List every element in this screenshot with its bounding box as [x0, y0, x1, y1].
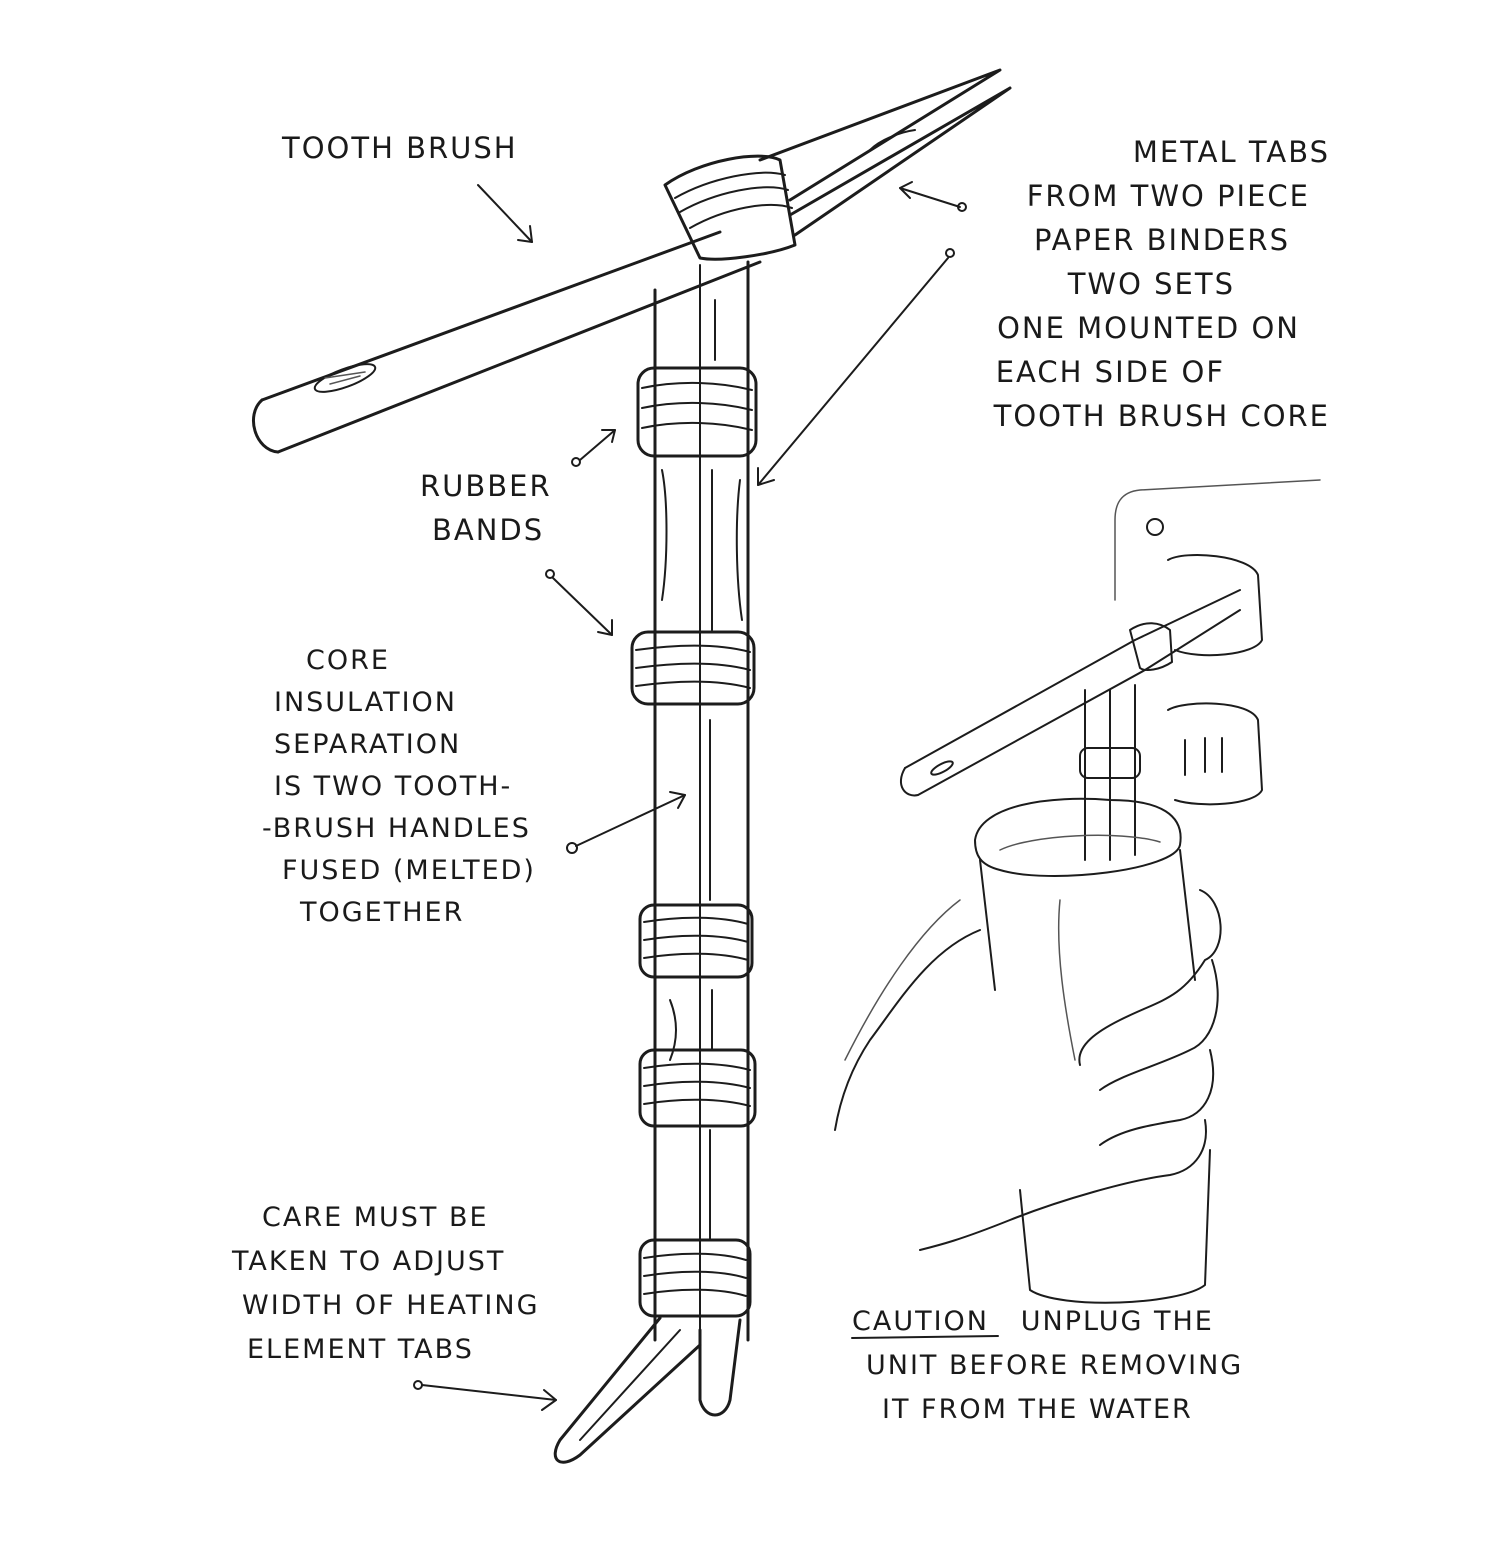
- core-rod: [653, 260, 750, 1342]
- rubber-band-5: [638, 1238, 752, 1318]
- arrow-rubber-band-lower: [545, 569, 613, 636]
- hand: [834, 889, 1222, 1251]
- rubber-band-3: [638, 903, 754, 979]
- label-metal-tabs: METAL TABS FROM TWO PIECE PAPER BINDERS …: [993, 135, 1330, 433]
- label-rubber-bands: RUBBER BANDS: [420, 469, 552, 547]
- rubber-band-4: [638, 1048, 757, 1128]
- caution-word: CAUTION: [852, 1306, 989, 1337]
- wall-outlet: [1114, 479, 1321, 806]
- top-rubber-band: [663, 154, 797, 261]
- arrow-heating-tabs: [413, 1380, 557, 1411]
- caution-rest: UNPLUG THE: [1020, 1306, 1214, 1337]
- arrow-core-insulation: [566, 791, 686, 854]
- label-caution: CAUTION UNPLUG THE UNIT BEFORE REMOVING …: [852, 1306, 1244, 1425]
- bottom-metal-tabs: [553, 1316, 742, 1464]
- toothbrush-handle: [252, 230, 762, 454]
- arrow-metal-tabs-top: [899, 181, 967, 212]
- label-toothbrush: TOOTH BRUSH: [282, 131, 518, 165]
- top-metal-tabs: [758, 68, 1012, 237]
- rubber-band-2: [630, 630, 756, 706]
- cup: [974, 797, 1211, 1304]
- arrow-toothbrush: [477, 184, 533, 243]
- label-core-insulation: CORE INSULATION SEPARATION IS TWO TOOTH-…: [262, 645, 536, 928]
- inset-toothbrush: [899, 589, 1241, 861]
- arrow-metal-tabs-core: [757, 248, 955, 486]
- caution-underline: [851, 1335, 999, 1339]
- label-care: CARE MUST BE TAKEN TO ADJUST WIDTH OF HE…: [232, 1202, 540, 1365]
- rubber-band-1: [636, 366, 758, 458]
- arrow-rubber-band-upper: [571, 429, 616, 467]
